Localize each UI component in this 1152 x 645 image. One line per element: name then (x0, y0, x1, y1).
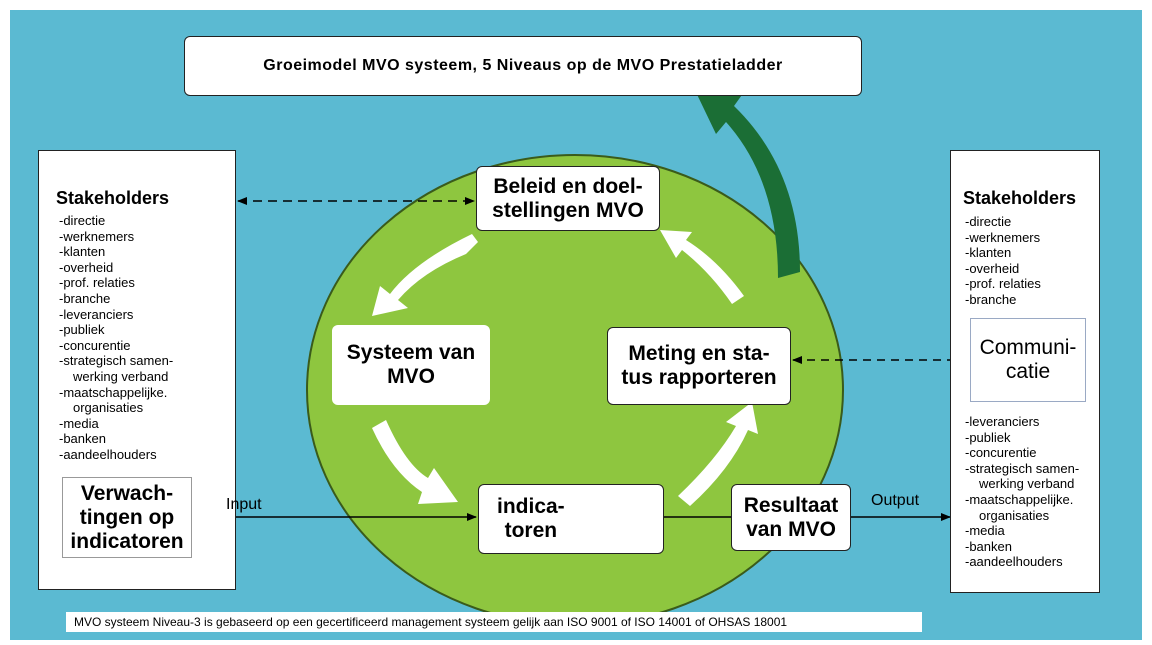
node-systeem: Systeem van MVO (332, 325, 490, 405)
stakeholder-item: -leveranciers (59, 306, 134, 322)
cycle-arrow-indicatoren-to-meting (678, 402, 758, 506)
stakeholder-item: -concurentie (965, 445, 1037, 461)
stakeholder-item: -publiek (965, 429, 1011, 445)
stakeholder-item: -branche (59, 290, 111, 306)
expectations-line3: indicatoren (70, 529, 184, 553)
stakeholder-item: -maatschappelijke. (59, 384, 168, 400)
node-beleid-line2: stellingen MVO (492, 198, 644, 222)
stakeholder-item: -directie (59, 213, 106, 228)
stakeholders-right-list-top: -directie-werknemers-klanten-overheid-pr… (965, 214, 1041, 308)
communication-line1: Communi- (979, 336, 1077, 359)
stakeholder-item: -banken (59, 431, 106, 447)
stakeholders-right-list-bottom: -leveranciers-publiek-concurentie-strate… (965, 414, 1079, 570)
stakeholder-item: -banken (965, 538, 1012, 554)
expectations-box: Verwach- tingen op indicatoren (62, 477, 192, 558)
diagram-title: Groeimodel MVO systeem, 5 Niveaus op de … (263, 57, 783, 74)
stakeholder-item: -aandeelhouders (965, 554, 1063, 570)
stakeholder-item: -werknemers (59, 228, 135, 244)
stakeholder-item: -strategisch samen- (965, 460, 1080, 476)
stakeholder-item: werking verband (979, 476, 1075, 492)
stakeholder-item: -media (59, 415, 99, 431)
stakeholder-item: -publiek (59, 322, 105, 338)
stakeholder-item: -maatschappelijke. (965, 491, 1074, 507)
node-resultaat: Resultaat van MVO (731, 484, 851, 551)
stakeholder-item: -strategisch samen- (59, 353, 174, 369)
node-indicatoren-line2: toren (504, 519, 558, 542)
expectations-line1: Verwach- (80, 481, 174, 505)
node-indicatoren: indica- toren (478, 484, 664, 554)
stakeholder-item: organisaties (73, 400, 144, 416)
stakeholder-item: -prof. relaties (965, 276, 1041, 292)
stakeholder-item: -klanten (59, 244, 106, 260)
node-beleid-line1: Beleid en doel- (493, 174, 643, 198)
stakeholder-item: -branche (965, 291, 1017, 307)
node-indicatoren-line1: indica- (497, 495, 565, 518)
growth-arrow (692, 84, 800, 278)
stakeholder-item: organisaties (979, 507, 1050, 523)
output-label: Output (871, 492, 920, 509)
stakeholder-item: -concurentie (59, 337, 131, 353)
stakeholder-item: -prof. relaties (59, 275, 135, 291)
cycle-arrow-systeem-to-indicatoren (372, 420, 458, 504)
node-beleid: Beleid en doel- stellingen MVO (476, 166, 660, 231)
expectations-line2: tingen op (79, 505, 175, 529)
stakeholder-item: -aandeelhouders (59, 446, 157, 462)
communication-line2: catie (1005, 360, 1051, 383)
node-meting-line1: Meting en sta- (628, 342, 770, 365)
stakeholder-item: -directie (965, 214, 1012, 229)
stakeholder-item: -overheid (965, 260, 1020, 276)
input-label: Input (226, 496, 262, 513)
cycle-arrow-beleid-to-systeem (372, 234, 478, 316)
stakeholder-item: -overheid (59, 259, 114, 275)
stakeholders-right-title: Stakeholders (963, 188, 1077, 208)
stakeholders-left-title: Stakeholders (56, 188, 170, 208)
stakeholders-left-list: -directie-werknemers-klanten-overheid-pr… (59, 213, 173, 463)
stakeholder-item: werking verband (73, 368, 169, 384)
node-meting-line2: tus rapporteren (621, 366, 777, 389)
title-box: Groeimodel MVO systeem, 5 Niveaus op de … (184, 36, 862, 96)
cycle-arrow-meting-to-beleid (660, 230, 744, 304)
node-resultaat-line1: Resultaat (743, 493, 839, 517)
footer-note: MVO systeem Niveau-3 is gebaseerd op een… (66, 612, 922, 632)
stakeholder-item: -klanten (965, 245, 1012, 261)
node-systeem-line2: MVO (387, 365, 435, 388)
node-meting: Meting en sta- tus rapporteren (607, 327, 791, 405)
node-systeem-line1: Systeem van (346, 341, 476, 364)
node-resultaat-line2: van MVO (746, 517, 836, 541)
communication-box: Communi- catie (970, 318, 1086, 402)
stakeholder-item: -leveranciers (965, 414, 1040, 429)
stakeholder-item: -werknemers (965, 229, 1041, 245)
stakeholder-item: -media (965, 523, 1005, 539)
diagram-canvas: Groeimodel MVO systeem, 5 Niveaus op de … (10, 10, 1142, 640)
